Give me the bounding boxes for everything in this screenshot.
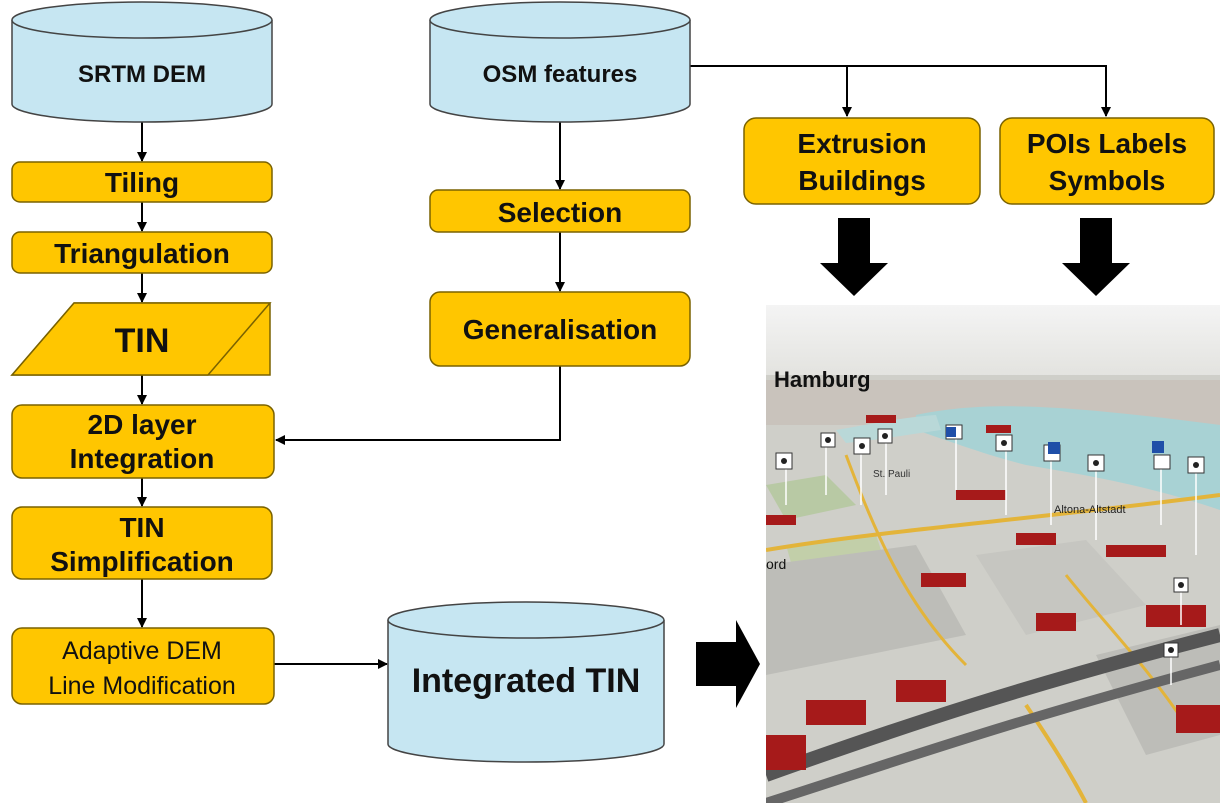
map-label-hamburg: Hamburg: [774, 367, 871, 392]
map-sky: [766, 305, 1220, 380]
pois-label-line2: Symbols: [1049, 165, 1166, 196]
generalisation-box: Generalisation: [429, 291, 691, 367]
map-buildings: [766, 415, 1220, 770]
osm-features-database: OSM features: [429, 1, 691, 123]
osm-features-label: OSM features: [483, 61, 638, 88]
selection-label: Selection: [498, 197, 622, 228]
block-arrow-to-map: [696, 620, 760, 708]
map-railway-1: [766, 628, 1220, 782]
triangulation-label: Triangulation: [54, 238, 230, 269]
tin-label: TIN: [115, 322, 170, 360]
extrusion-buildings-box: Extrusion Buildings: [743, 117, 981, 205]
map-green-1: [766, 475, 856, 520]
map-block-2: [976, 540, 1146, 635]
tin-data-shape: TIN: [10, 302, 272, 376]
extrusion-label-line1: Extrusion: [797, 128, 926, 159]
generalisation-label: Generalisation: [463, 314, 658, 345]
simplification-label-line1: TIN: [119, 512, 164, 543]
map-road-1: [766, 493, 1220, 552]
selection-box: Selection: [429, 189, 691, 233]
tiling-box: Tiling: [11, 161, 273, 203]
map-label-altona: Altona-Altstadt: [1054, 504, 1126, 516]
pois-label-line1: POIs Labels: [1027, 128, 1187, 159]
simplification-box: TIN Simplification: [11, 506, 273, 580]
pois-labels-symbols-box: POIs Labels Symbols: [999, 117, 1215, 205]
map-poi-symbols: [775, 424, 1205, 685]
integrated-tin-database: Integrated TIN: [387, 601, 665, 763]
map-label-st-pauli: St. Pauli: [873, 469, 910, 480]
block-arrow-extrusion-down: [820, 218, 888, 296]
map-label-ord: ord: [766, 556, 786, 572]
connectors: [137, 65, 1111, 669]
modification-box: Adaptive DEM Line Modification: [11, 627, 275, 705]
map-road-2: [844, 454, 968, 667]
modification-label-line1: Adaptive DEM: [62, 637, 222, 665]
integrated-tin-label: Integrated TIN: [412, 662, 641, 700]
srtm-dem-label: SRTM DEM: [78, 61, 206, 88]
srtm-dem-database: SRTM DEM: [11, 1, 273, 123]
extrusion-label-line2: Buildings: [798, 165, 926, 196]
arrow-generalisation-to-integration: [275, 366, 561, 445]
arrow-osm-to-extrusion: [684, 65, 852, 117]
map-railway-2: [766, 660, 1220, 803]
arrow-osm-to-pois: [847, 65, 1111, 117]
triangulation-box: Triangulation: [11, 231, 273, 274]
simplification-label-line2: Simplification: [50, 546, 234, 577]
integration-label-line2: Integration: [70, 443, 215, 474]
tiling-label: Tiling: [105, 167, 179, 198]
block-arrow-pois-down: [1062, 218, 1130, 296]
hamburg-3d-map-image: Hamburg St. Pauli Altona-Altstadt ord: [766, 305, 1220, 803]
map-block-1: [766, 545, 966, 675]
integration-label-line1: 2D layer: [88, 409, 197, 440]
map-road-3: [1064, 574, 1188, 726]
modification-label-line2: Line Modification: [48, 672, 236, 700]
integration-box: 2D layer Integration: [11, 404, 275, 479]
